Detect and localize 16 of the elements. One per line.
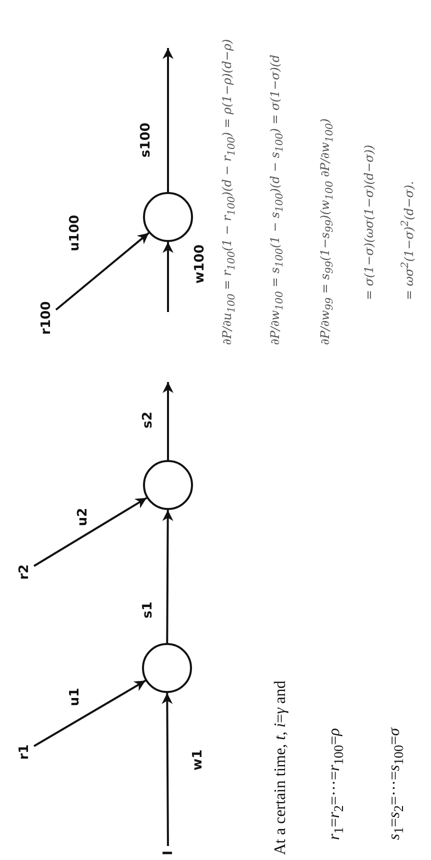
condition-text: At a certain time, t, i=γ and xyxy=(272,680,290,855)
input-label: I xyxy=(158,846,178,860)
arrow xyxy=(33,497,148,567)
neuron-circle xyxy=(143,460,193,510)
arrow xyxy=(162,48,174,192)
arrow xyxy=(162,693,173,846)
neuron-circle xyxy=(142,643,192,693)
input-label: r1 xyxy=(14,740,34,764)
input-label: r100 xyxy=(36,298,56,338)
arrow xyxy=(34,680,146,747)
input-label: r2 xyxy=(14,560,34,584)
arrow xyxy=(55,232,150,310)
arrow xyxy=(162,510,174,643)
neuron-circle xyxy=(143,192,193,242)
arrow xyxy=(162,242,174,312)
handwritten-equation: = σ(1−σ)(ωσ(1−σ)(d−σ)) xyxy=(362,144,376,300)
